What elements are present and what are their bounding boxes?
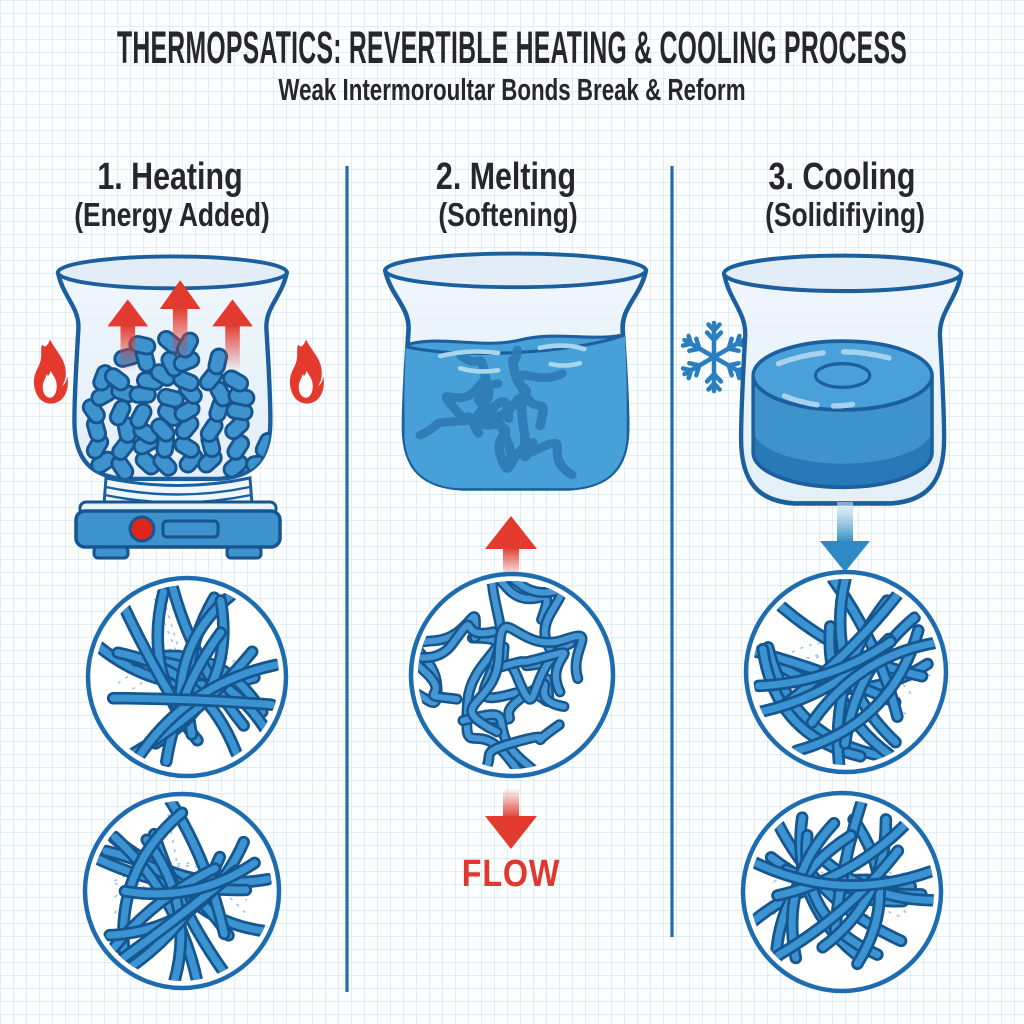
hot-plate-icon (74, 476, 282, 560)
panel-heating (33, 254, 324, 991)
panel-heating-subheading: (Energy Added) (74, 196, 270, 233)
panel-melting-heading: 2. Melting (435, 156, 577, 198)
snowflake-icon (680, 320, 748, 394)
panel-cooling (680, 253, 964, 994)
heat-arrows-icon (107, 280, 253, 377)
beaker-pellets (55, 254, 290, 482)
power-knob (128, 515, 156, 543)
chain-circle-1 (85, 575, 289, 779)
chain-circle-3 (743, 569, 949, 775)
panel-melting (382, 251, 649, 849)
liquid-chains (415, 345, 577, 480)
molten-liquid (403, 331, 628, 489)
flow-label: FLOW (461, 853, 561, 895)
beaker-solid (721, 253, 964, 506)
flame-icon-left (33, 339, 68, 404)
panel-heating-heading: 1. Heating (97, 156, 243, 198)
flow-down-arrow-icon (485, 785, 537, 849)
melted-chain-circle (408, 571, 616, 779)
chain-circle-4 (740, 790, 944, 994)
page-title: THERMOPSATICS: REVERTIBLE HEATING & COOL… (116, 22, 908, 73)
surface-highlights (437, 343, 587, 374)
display-panel (161, 519, 220, 539)
panel-cooling-subheading: (Solidifiying) (765, 196, 925, 233)
beaker-melted (382, 251, 649, 491)
flame-icon-right (289, 339, 324, 404)
flow-up-arrow-icon (485, 516, 537, 581)
panel-cooling-heading: 3. Cooling (768, 156, 916, 198)
chain-circle-2 (82, 791, 282, 991)
cooling-arrow-icon (820, 502, 870, 572)
panel-melting-subheading: (Softening) (438, 196, 578, 233)
page-subtitle: Weak Intermoroultar Bonds Break & Reform (278, 72, 746, 107)
solid-disk (751, 339, 934, 490)
